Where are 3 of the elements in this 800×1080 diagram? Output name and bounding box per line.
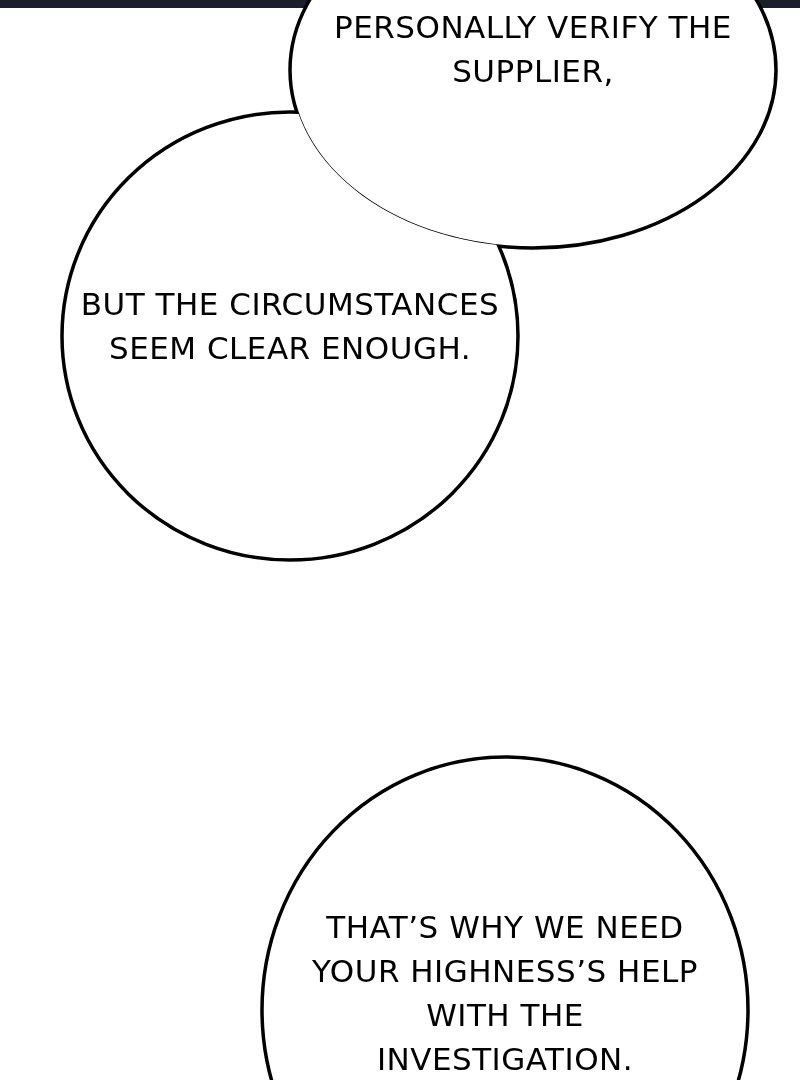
dialogue-text: PERSONALLY VERIFY THE SUPPLIER,	[333, 8, 733, 91]
dialogue-text: BUT THE CIRCUMSTANCES SEEM CLEAR ENOUGH.	[80, 285, 500, 368]
dialogue-text: THAT’S WHY WE NEED YOUR HIGHNESS’S HELP WITH THE INVESTIGATION.	[311, 908, 699, 1079]
